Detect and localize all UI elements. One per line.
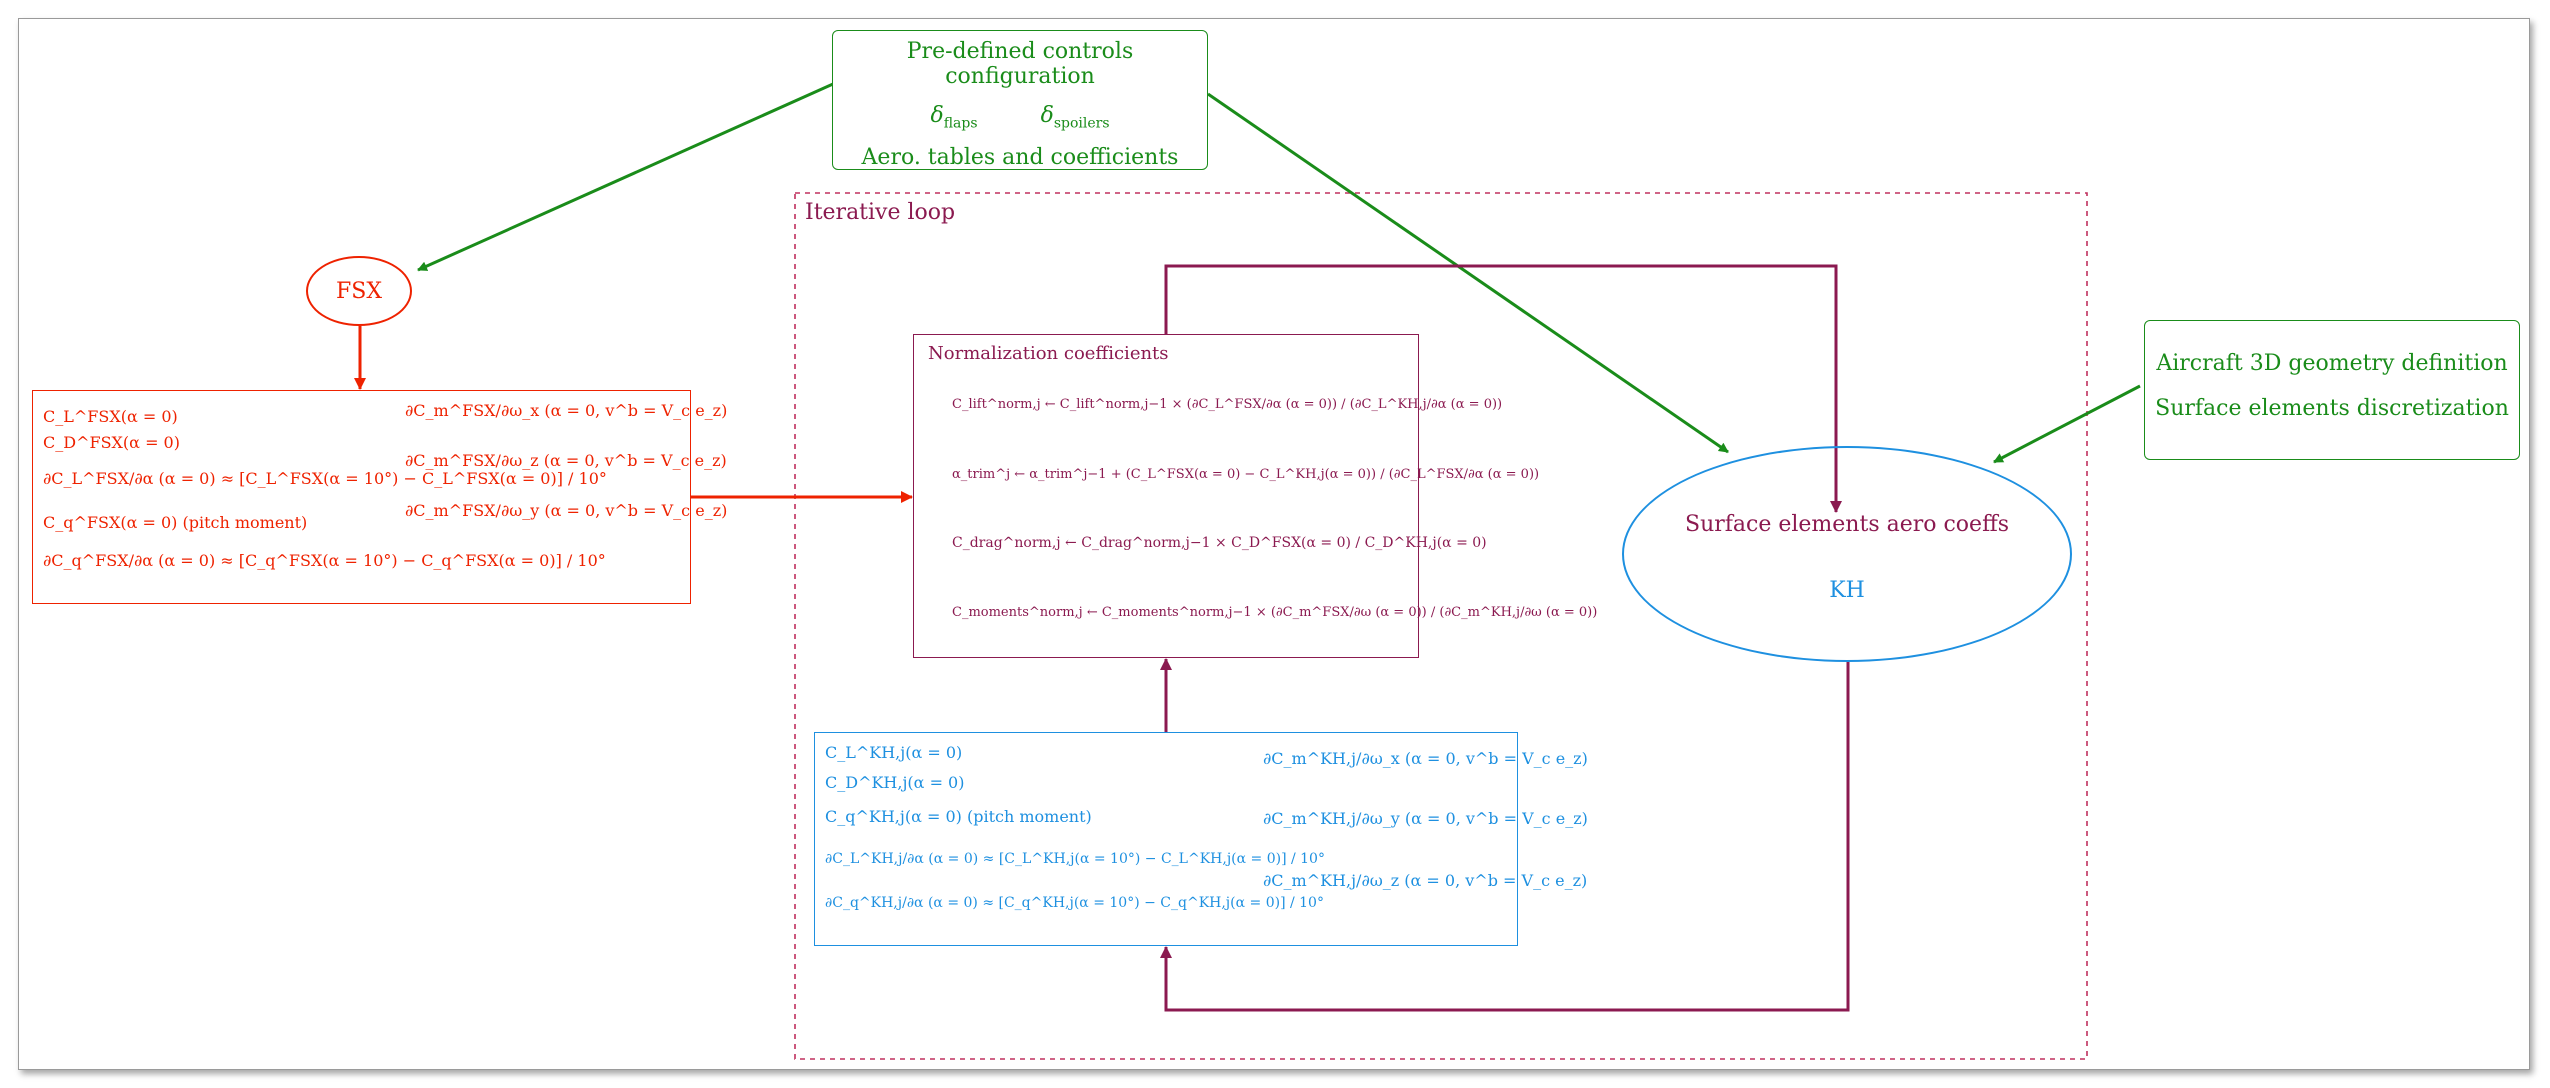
norm-eq-lift: C_lift^norm,j ← C_lift^norm,j−1 × (∂C_L^… [952,397,1503,412]
norm-eq-moments: C_moments^norm,j ← C_moments^norm,j−1 × … [952,605,1598,620]
geometry-definition-label: Aircraft 3D geometry definition [2156,351,2508,376]
aero-tables-label: Aero. tables and coefficients [861,145,1179,171]
iterative-loop-boundary [794,192,2088,1060]
delta-spoilers: δspoilers [1040,103,1110,132]
surface-discretization-label: Surface elements discretization [2155,396,2509,421]
normalization-box: Normalization coefficients C_lift^norm,j… [913,334,1597,658]
kh-eq-dcm-dwz: ∂C_m^KH,j/∂ω_z (α = 0, v^b = V_c e_z) [1263,871,1588,890]
geometry-box: Aircraft 3D geometry definition Surface … [2144,320,2520,460]
arrow-kh-to-khbox [1160,662,1850,1012]
kh-eq-dcm-dwx: ∂C_m^KH,j/∂ω_x (α = 0, v^b = V_c e_z) [1263,749,1588,768]
fsx-label: FSX [336,278,382,304]
arrow-geometry-to-kh [1993,384,2141,464]
arrow-controls-to-kh [1207,92,1729,454]
kh-eq-dcm-dwy: ∂C_m^KH,j/∂ω_y (α = 0, v^b = V_c e_z) [1263,809,1588,828]
arrow-norm-to-kh [1164,264,1842,513]
fsx-eq-dcq-dalpha: ∂C_q^FSX/∂α (α = 0) ≈ [C_q^FSX(α = 10°) … [43,551,606,570]
fsx-eq-dcm-dwx: ∂C_m^FSX/∂ω_x (α = 0, v^b = V_c e_z) [405,401,728,420]
fsx-eq-cd: C_D^FSX(α = 0) [43,433,180,452]
kh-node-title: Surface elements aero coeffs [1685,512,2009,537]
fsx-eq-dcl-dalpha: ∂C_L^FSX/∂α (α = 0) ≈ [C_L^FSX(α = 10°) … [43,469,607,488]
kh-eq-cd: C_D^KH,j(α = 0) [825,773,965,792]
kh-eq-dcq-dalpha: ∂C_q^KH,j/∂α (α = 0) ≈ [C_q^KH,j(α = 10°… [825,895,1324,911]
controls-config-box: Pre-defined controls configuration δflap… [832,30,1208,170]
fsx-eq-cq: C_q^FSX(α = 0) (pitch moment) [43,513,308,532]
kh-eq-dcl-dalpha: ∂C_L^KH,j/∂α (α = 0) ≈ [C_L^KH,j(α = 10°… [825,851,1325,867]
norm-eq-trim: α_trim^j ← α_trim^j−1 + (C_L^FSX(α = 0) … [952,467,1540,482]
kh-node-label: KH [1829,578,1865,603]
fsx-coefficients-box: C_L^FSX(α = 0) C_D^FSX(α = 0) ∂C_L^FSX/∂… [32,390,727,604]
control-surface-symbols: δflaps δspoilers [833,103,1207,131]
kh-eq-cq: C_q^KH,j(α = 0) (pitch moment) [825,807,1092,826]
iterative-loop-label: Iterative loop [805,200,956,225]
fsx-eq-dcm-dwz: ∂C_m^FSX/∂ω_z (α = 0, v^b = V_c e_z) [405,451,727,470]
fsx-eq-dcm-dwy: ∂C_m^FSX/∂ω_y (α = 0, v^b = V_c e_z) [405,501,728,520]
kh-node [1622,446,2072,662]
normalization-header: Normalization coefficients [928,343,1169,364]
fsx-node: FSX [306,256,412,326]
delta-flaps: δflaps [930,103,978,132]
controls-config-title: Pre-defined controls configuration [906,39,1134,89]
arrow-controls-to-fsx [417,82,834,272]
kh-coefficients-box: C_L^KH,j(α = 0) C_D^KH,j(α = 0) C_q^KH,j… [814,732,1588,946]
norm-eq-drag: C_drag^norm,j ← C_drag^norm,j−1 × C_D^FS… [952,535,1487,551]
fsx-eq-cl: C_L^FSX(α = 0) [43,407,178,426]
kh-eq-cl: C_L^KH,j(α = 0) [825,743,963,762]
